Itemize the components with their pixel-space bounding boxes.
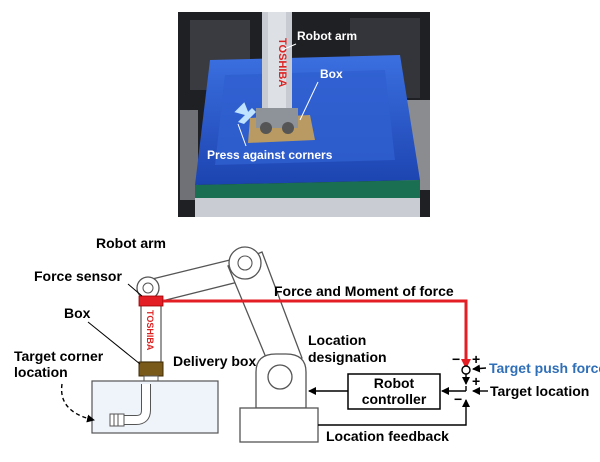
label-location-2: designation: [308, 349, 387, 365]
sign-minus-bottom: −: [454, 391, 462, 407]
robot-controller-box: [347, 373, 441, 410]
photo-label-box: Box: [320, 67, 343, 81]
label-target-push-force: Target push force: [489, 360, 600, 376]
target-corner-arrow: [60, 383, 95, 423]
photo: TOSHIBA Robot arm Box Press against corn…: [178, 12, 430, 217]
force-sensor: [138, 295, 164, 307]
left-robot-arm: [136, 257, 247, 363]
label-location-1: Location: [308, 332, 366, 348]
sign-plus-top: +: [472, 351, 480, 367]
label-target-location: Target location: [490, 383, 589, 399]
label-location-feedback: Location feedback: [326, 428, 449, 444]
label-target-corner-1: Target corner: [14, 348, 104, 364]
location-feedback-line: [318, 399, 470, 426]
force-feedback-line: [163, 299, 471, 369]
gripped-box: [138, 361, 164, 377]
summing-junction: [461, 365, 471, 375]
photo-label-robot-arm: Robot arm: [297, 29, 357, 43]
diagram-brand-text: TOSHIBA: [145, 310, 155, 351]
label-delivery-box: Delivery box: [173, 353, 256, 369]
label-target-corner-2: location: [14, 364, 68, 380]
label-robot-arm: Robot arm: [96, 235, 166, 251]
label-force-sensor: Force sensor: [34, 268, 122, 284]
robot-controller-label-2: controller: [362, 391, 427, 407]
sign-minus-top: −: [452, 351, 460, 367]
label-box: Box: [64, 305, 91, 321]
sign-plus-bottom: +: [472, 373, 480, 389]
photo-brand-text: TOSHIBA: [276, 38, 288, 87]
label-force-moment: Force and Moment of force: [274, 283, 454, 299]
photo-label-press: Press against corners: [207, 148, 333, 162]
robot-controller-label-1: Robot: [374, 375, 415, 391]
diagram: TOSHIBA: [14, 235, 600, 444]
right-robot-arm: [227, 246, 319, 443]
